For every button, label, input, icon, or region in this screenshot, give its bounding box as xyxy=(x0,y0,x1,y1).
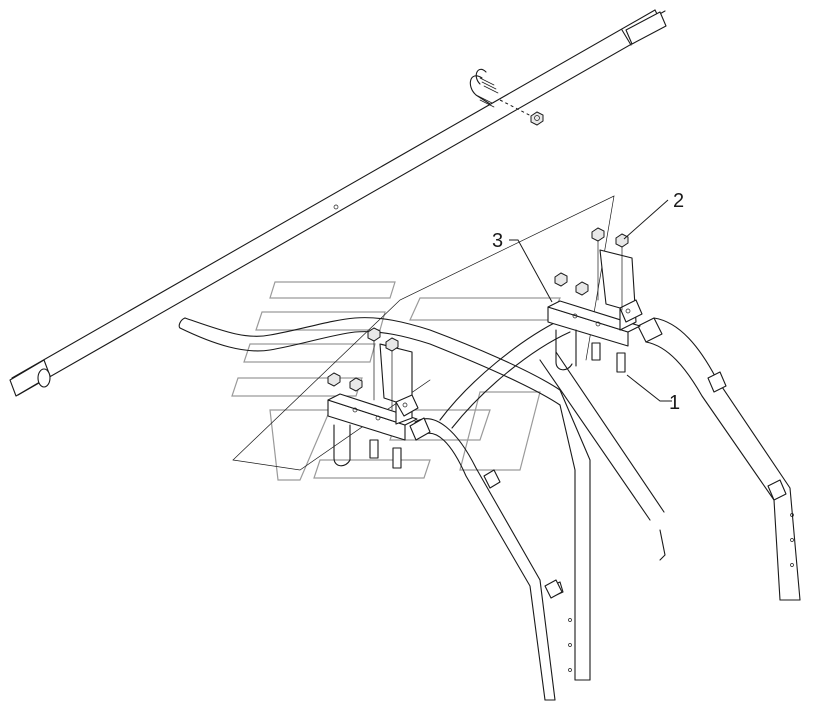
cross-tube xyxy=(9,9,667,397)
callout-leader-2 xyxy=(623,199,669,240)
callout-label-3: 3 xyxy=(492,230,503,252)
callout-label-2: 2 xyxy=(673,190,684,212)
callout-leader-1 xyxy=(626,374,672,402)
callout-leader-3 xyxy=(509,239,553,303)
front-hoop xyxy=(409,417,572,701)
bracket-assembly-left xyxy=(327,327,419,469)
u-bolt-top xyxy=(469,68,544,126)
callout-label-1: 1 xyxy=(669,392,680,414)
back-hoop xyxy=(439,319,666,561)
bracket-assembly-right xyxy=(547,227,643,373)
right-hoop xyxy=(637,317,801,601)
